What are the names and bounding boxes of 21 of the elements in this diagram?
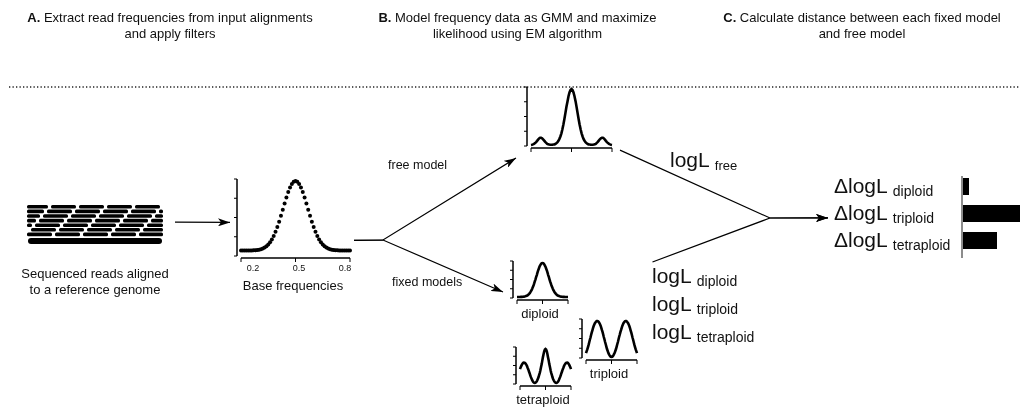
likelihood-difference-label: ΔlogL $_{triploid}$ bbox=[834, 200, 935, 228]
step-heading: A. Extract read frequencies from input alignments and apply filters bbox=[26, 10, 314, 42]
likelihood-difference-label: ΔlogL $_{tetraploid}$ bbox=[834, 227, 951, 255]
tick-label: 0.5 bbox=[291, 263, 307, 273]
arrow bbox=[353, 239, 504, 293]
edge-label: logL $_{free}$ bbox=[670, 147, 738, 175]
step-heading: B. Model frequency data as GMM and maximize likelihood using EM algorithm bbox=[377, 10, 658, 42]
tick-label: 0.2 bbox=[245, 263, 261, 273]
likelihood-label: logL $_{tetraploid}$ bbox=[652, 319, 755, 347]
likelihood-label: logL $_{diploid}$ bbox=[652, 263, 738, 291]
step-heading: C. Calculate distance between each fixed model and free model bbox=[722, 10, 1002, 42]
tick-label: 0.8 bbox=[337, 263, 353, 273]
node-label: diploid bbox=[520, 306, 560, 322]
node-label: tetraploid bbox=[515, 392, 571, 407]
node-label: Sequenced reads aligned to a reference genome bbox=[20, 266, 170, 298]
node-label: triploid bbox=[588, 366, 630, 382]
arrow bbox=[174, 218, 231, 227]
arrow bbox=[651, 213, 829, 263]
likelihood-difference-label: ΔlogL $_{diploid}$ bbox=[834, 173, 934, 201]
node-label: Base frequencies bbox=[241, 278, 345, 294]
likelihood-label: logL $_{triploid}$ bbox=[652, 291, 738, 319]
